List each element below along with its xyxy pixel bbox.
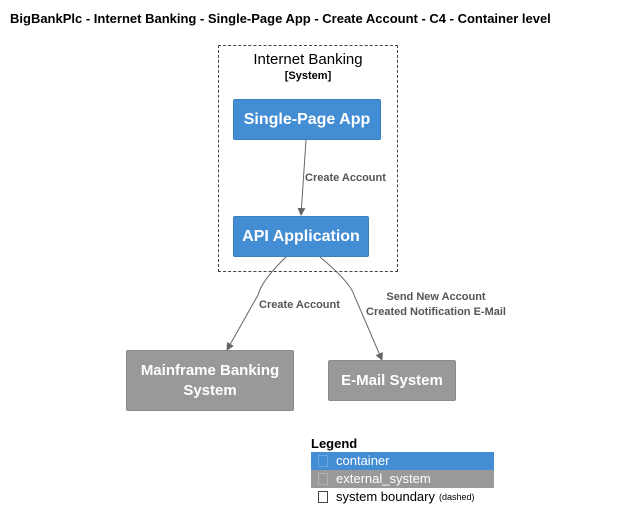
edge-api-to-mainframe [226,256,287,351]
external-system-mainframe-banking[interactable]: Mainframe Banking System [126,350,294,411]
legend-label-container: container [336,453,390,468]
api-application-label: API Application [242,227,360,245]
legend-item-container: container [311,452,494,470]
legend: Legend container external_system system … [311,436,494,506]
email-system-label: E-Mail System [341,371,443,389]
legend-label-system-boundary: system boundary [336,489,435,504]
mainframe-label: Mainframe Banking System [141,361,279,401]
legend-item-external-system: external_system [311,470,494,488]
edge-label-spa-to-api: Create Account [305,172,386,184]
container-api-application[interactable]: API Application [233,216,369,257]
edge-label-api-to-email-line1: Send New Account [386,291,486,303]
edge-api-to-email [319,256,383,361]
edge-spa-to-api [297,139,307,216]
legend-swatch-container [318,455,328,467]
legend-note-dashed: (dashed) [439,492,475,502]
legend-swatch-system-boundary [318,491,328,503]
external-system-email[interactable]: E-Mail System [328,360,456,401]
legend-item-system-boundary: system boundary (dashed) [311,488,494,506]
container-single-page-app[interactable]: Single-Page App [233,99,381,140]
diagram-title: BigBankPlc - Internet Banking - Single-P… [10,11,551,26]
edge-label-api-to-mainframe: Create Account [259,299,340,311]
mainframe-label-line2: System [183,381,237,399]
legend-title: Legend [311,436,358,451]
system-boundary: Internet Banking [System] [218,45,398,272]
legend-swatch-external-system [318,473,328,485]
edge-label-api-to-email-line2: Created Notification E-Mail [366,306,506,318]
single-page-app-label: Single-Page App [243,110,371,128]
legend-label-external-system: external_system [336,471,431,486]
mainframe-label-line1: Mainframe Banking [140,361,280,379]
edge-label-api-to-email: Send New Account Created Notification E-… [366,290,506,320]
boundary-type: [System] [284,70,332,82]
boundary-title: Internet Banking [253,51,363,68]
